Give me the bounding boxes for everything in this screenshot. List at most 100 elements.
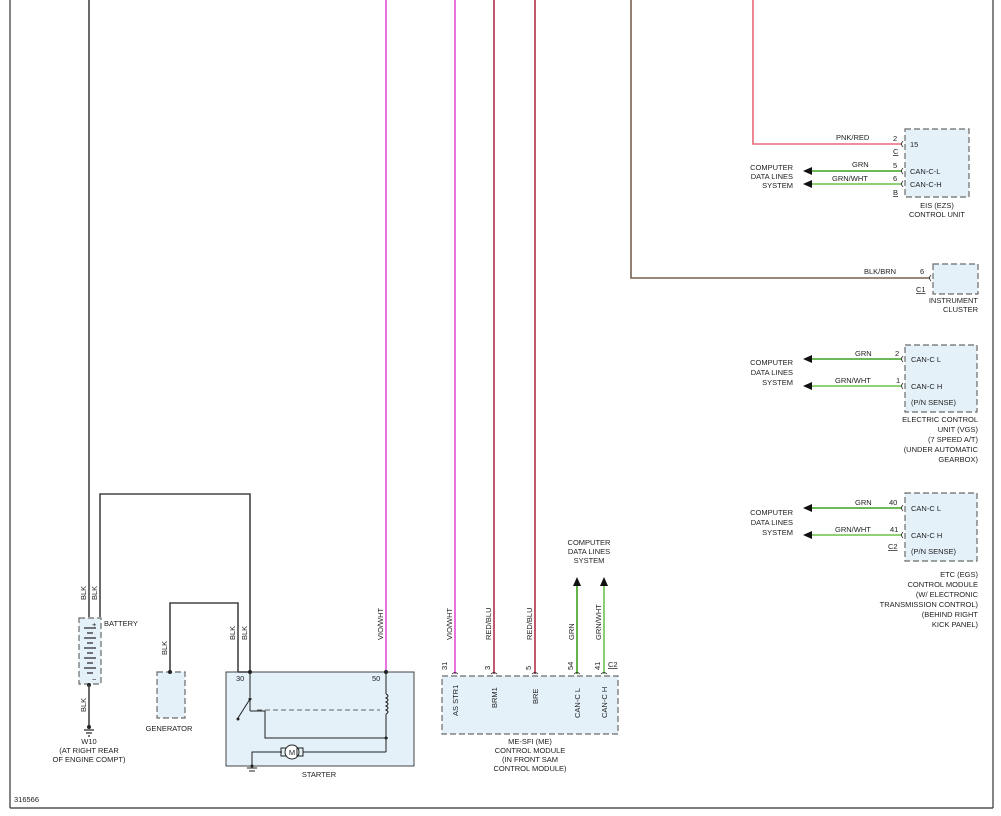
egs-cdl-1: COMPUTER [750, 508, 794, 517]
egs-can-l-arrow-icon [803, 504, 812, 512]
me-term-as-str1: AS STR1 [451, 685, 460, 716]
starter-pin50: 50 [372, 674, 380, 683]
eis-pin-c: C [893, 147, 899, 156]
me-name-3: (IN FRONT SAM [502, 755, 558, 764]
me-name-1: ME-SFI (ME) [508, 737, 552, 746]
me-can-l-arrow-icon [573, 577, 581, 586]
wire-label-blk-6: BLK [240, 626, 249, 640]
me-pin-31: 31 [440, 662, 449, 670]
vgs-term-can-c-h: CAN-C H [911, 382, 942, 391]
battery-minus: − [92, 675, 97, 684]
ground-icon [84, 725, 94, 737]
battery-starter-wire [99, 493, 251, 672]
starter-label: STARTER [302, 770, 337, 779]
wire-label-pnkred: PNK/RED [836, 133, 870, 142]
wire-label-grn-eis: GRN [852, 160, 869, 169]
eis-cdl-3: SYSTEM [762, 181, 793, 190]
eis-term-15: 15 [910, 140, 918, 149]
eis-can-l-arrow-icon [803, 167, 812, 175]
vgs-pin-2: 2 [895, 349, 899, 358]
me-term-brm1: BRM1 [490, 687, 499, 708]
vgs-control-unit [904, 344, 978, 413]
me-term-bre: BRE [531, 689, 540, 704]
cluster-blkbrn-wire [630, 0, 930, 279]
battery-plus: + [92, 620, 97, 629]
eis-pin-2: 2 [893, 134, 897, 143]
me-term-can-c-h: CAN-C H [600, 687, 609, 718]
generator-terminal [168, 670, 172, 674]
eis-name-1: EIS (EZS) [920, 201, 954, 210]
vgs-can-h-arrow-icon [803, 382, 812, 390]
cluster-connector-c1: C1 [916, 285, 926, 294]
wire-label-blk-1: BLK [79, 586, 88, 600]
generator-wire [169, 602, 239, 672]
eis-name-2: CONTROL UNIT [909, 210, 965, 219]
egs-cdl-3: SYSTEM [762, 528, 793, 537]
wire-label-grnwht-egs: GRN/WHT [835, 525, 871, 534]
egs-name-3: (W/ ELECTRONIC [916, 590, 979, 599]
vgs-term-can-c-l: CAN-C L [911, 355, 941, 364]
me-term-can-c-l: CAN-C L [573, 688, 582, 718]
eis-term-can-c-h: CAN-C-H [910, 180, 942, 189]
vgs-name-1: ELECTRIC CONTROL [902, 415, 978, 424]
wire-label-redblu-1: RED/BLU [484, 607, 493, 640]
ground-name-2: (AT RIGHT REAR [59, 746, 119, 755]
wire-label-blk-2: BLK [90, 586, 99, 600]
wire-label-grnwht-me: GRN/WHT [594, 604, 603, 640]
starter-motor-icon [250, 744, 386, 768]
starter-ground-icon [247, 767, 257, 772]
wire-label-blk-3: BLK [79, 698, 88, 712]
generator [156, 671, 186, 719]
egs-pin-41: 41 [890, 525, 898, 534]
cluster-pin-6: 6 [920, 267, 924, 276]
me-pin-5: 5 [524, 666, 533, 670]
wire-label-viowht-1: VIO/WHT [376, 608, 385, 640]
wire-label-grn-egs: GRN [855, 498, 872, 507]
vgs-name-2: UNIT (VGS) [938, 425, 979, 434]
vgs-cdl-1: COMPUTER [750, 358, 794, 367]
me-control-module [441, 675, 619, 735]
egs-name-5: (BEHIND RIGHT [922, 610, 979, 619]
me-pin-54: 54 [566, 662, 575, 670]
battery-label: BATTERY [104, 619, 138, 628]
eis-can-h-arrow-icon [803, 180, 812, 188]
diagram-id: 316566 [14, 795, 39, 804]
me-name-4: CONTROL MODULE) [493, 764, 567, 773]
vgs-cdl-3: SYSTEM [762, 378, 793, 387]
egs-name-4: TRANSMISSION CONTROL) [880, 600, 979, 609]
wire-label-blk-4: BLK [160, 641, 169, 655]
wire-label-blk-5: BLK [228, 626, 237, 640]
me-connector-c2: C2 [608, 660, 618, 669]
egs-term-pn-sense: (P/N SENSE) [911, 547, 957, 556]
starter-pin30: 30 [236, 674, 244, 683]
ground-name-3: OF ENGINE COMPT) [53, 755, 126, 764]
vgs-name-4: (UNDER AUTOMATIC [904, 445, 979, 454]
wire-label-grn-vgs: GRN [855, 349, 872, 358]
me-can-h-arrow-icon [600, 577, 608, 586]
vgs-name-5: GEARBOX) [938, 455, 978, 464]
generator-label: GENERATOR [146, 724, 193, 733]
cluster-name-1: INSTRUMENT [929, 296, 979, 305]
me-connector-ticks-icon [451, 672, 608, 675]
starter-motor-label: M [289, 748, 295, 757]
eis-term-can-c-l: CAN-C-L [910, 167, 940, 176]
wire-label-grnwht-eis: GRN/WHT [832, 174, 868, 183]
eis-pin-6: 6 [893, 174, 897, 183]
starter [225, 671, 415, 767]
eis-cdl-2: DATA LINES [751, 172, 793, 181]
wire-label-grnwht-vgs: GRN/WHT [835, 376, 871, 385]
vgs-cdl-2: DATA LINES [751, 368, 793, 377]
cluster-name-2: CLUSTER [943, 305, 979, 314]
eis-cdl-1: COMPUTER [750, 163, 794, 172]
egs-can-h-arrow-icon [803, 531, 812, 539]
eis-control-unit [904, 128, 970, 198]
eis-pin-b: B [893, 188, 898, 197]
me-cdl-3: SYSTEM [574, 556, 605, 565]
starter-switch-icon [236, 672, 388, 739]
egs-term-can-c-h: CAN-C H [911, 531, 942, 540]
starter-solenoid-icon [384, 672, 389, 752]
battery-cells-icon [84, 627, 96, 674]
me-cdl-1: COMPUTER [568, 538, 612, 547]
